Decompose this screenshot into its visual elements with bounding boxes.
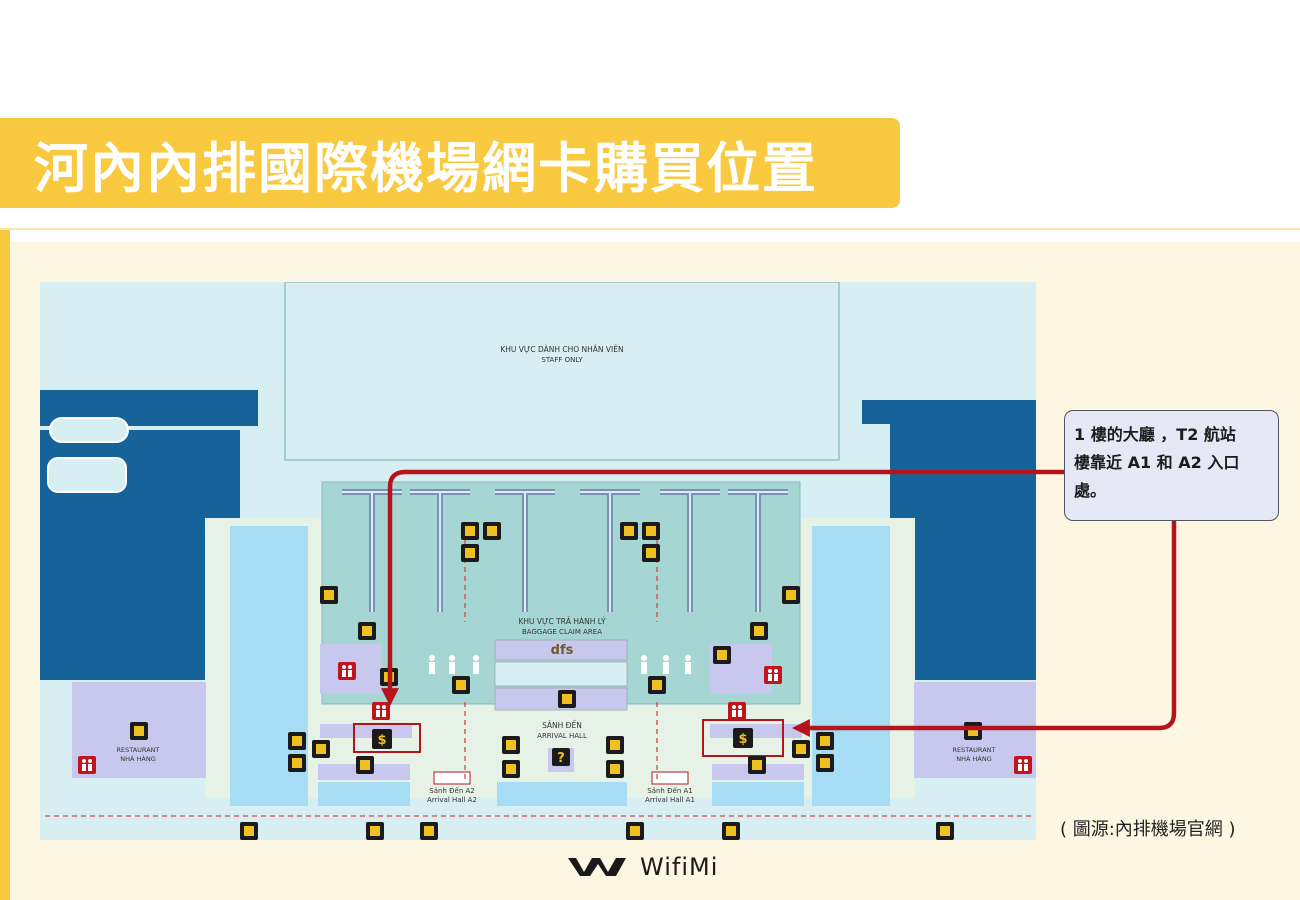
cafe-icon [748,756,766,774]
callout-line-2: 樓靠近 A1 和 A2 入口 [1074,453,1240,472]
restroom-icon [728,702,746,720]
counter-right [710,724,802,738]
escalator-icon [502,736,520,754]
restaurant-icon [130,722,148,740]
baggage-label-en: BAGGAGE CLAIM AREA [522,628,602,636]
sim-highlight-a2 [353,723,421,753]
bus-icon [240,822,258,840]
callout-line-1: 1 樓的大廳 ，T2 航站 [1074,425,1236,444]
terminal-map: $ $ ? [40,282,1036,840]
sim-icon-a1 [733,728,753,748]
taxi-icon [626,822,644,840]
sim-glyph-a1: $ [738,732,747,747]
restaurant-right-label-en: RESTAURANT [953,746,996,754]
door-a1 [651,771,689,785]
staff-area-label-vi: KHU VỰC DÀNH CHO NHÂN VIÊN [500,345,623,354]
baggage-service-icon [750,622,768,640]
wifimi-logo: WifiMi [566,852,718,882]
customs-icon [713,646,731,664]
accessible-icon [722,822,740,840]
cafe-icon [356,756,374,774]
wifimi-logo-text: WifiMi [640,853,719,881]
cafe-icon [558,690,576,708]
counter-left [320,724,412,738]
desk-bottom-right [712,782,804,806]
arrival-label-en: ARRIVAL HALL [537,732,587,740]
sim-glyph-a2: $ [377,733,386,748]
dfs-counter [494,661,628,687]
elevator-icon [483,522,501,540]
sim-icon-a2 [372,729,392,749]
location-callout: 1 樓的大廳 ，T2 航站 樓靠近 A1 和 A2 入口 處。 [1064,410,1279,521]
title-banner: 河內內排國際機場網卡購買位置 [0,118,900,208]
callout-line-3: 處。 [1074,481,1107,500]
lost-baggage-icon [648,676,666,694]
hall-a2-label-vi: Sảnh Đến A2 [429,787,474,795]
restroom-icon [78,756,96,774]
divider [0,228,1300,230]
baggage-service-icon [358,622,376,640]
stairs-icon [461,544,479,562]
currency-icon [320,586,338,604]
baggage-label-vi: KHU VỰC TRẢ HÀNH LÝ [518,617,606,626]
info-service-icon [380,668,398,686]
hall-a1-label-en: Arrival Hall A1 [645,796,695,804]
escalator-icon [606,736,624,754]
source-note: ( 圖源:內排機場官網 ) [1060,819,1236,840]
elevator-icon [620,522,638,540]
restroom-icon [1014,756,1032,774]
hall-a2-label-en: Arrival Hall A2 [427,796,477,804]
restroom-icon [372,702,390,720]
taxi-icon [936,822,954,840]
restroom-icon [338,662,356,680]
staff-area [284,282,840,461]
arrival-label-vi: SẢNH ĐẾN [542,720,582,730]
restroom-icon [764,666,782,684]
shop-icon [792,740,810,758]
left-building [40,518,205,680]
shop-icon [312,740,330,758]
escalator-icon [642,522,660,540]
desk-bottom-center [497,782,627,806]
accessible-icon [420,822,438,840]
door-a2 [433,771,471,785]
wifimi-logo-icon [568,858,626,876]
restaurant-left-label-vi: NHÀ HÀNG [120,754,156,763]
elevator-icon [288,732,306,750]
restaurant-icon [964,722,982,740]
right-building [915,518,1036,680]
restaurant-left-label-en: RESTAURANT [117,746,160,754]
info-glyph: ? [557,751,565,766]
terminal-floorplan: $ $ ? [40,282,1036,840]
elevator-icon [816,732,834,750]
sim-highlight-a1 [702,719,784,757]
accent-bar [0,230,10,900]
left-jetway [47,457,127,493]
right-building-top [862,400,1036,424]
restaurant-right-label-vi: NHÀ HÀNG [956,754,992,763]
escalator-icon [816,754,834,772]
dfs-label: dfs [551,643,574,658]
desk-bottom-left [318,782,410,806]
left-walkway [49,417,129,443]
right-building-bay [890,424,1036,518]
info-icon [552,748,570,766]
staff-area-label-en: STAFF ONLY [541,356,583,364]
bus-icon [366,822,384,840]
elevator-icon [502,760,520,778]
escalator-icon [461,522,479,540]
stairs-icon [642,544,660,562]
page-title: 河內內排國際機場網卡購買位置 [34,136,818,200]
currency-icon [782,586,800,604]
hall-a1-label-vi: Sảnh Đến A1 [647,787,692,795]
lost-baggage-icon [452,676,470,694]
elevator-icon [606,760,624,778]
escalator-icon [288,754,306,772]
